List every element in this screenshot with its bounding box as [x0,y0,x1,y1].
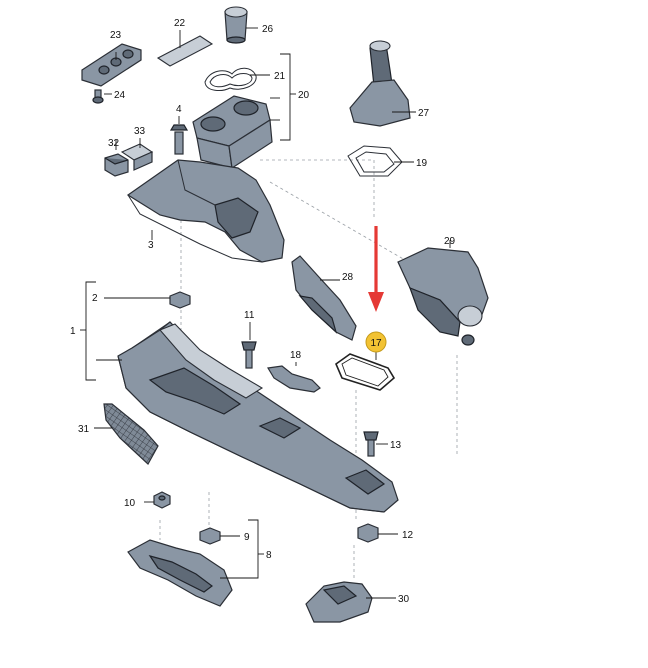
part-23-switch-panel [81,43,142,87]
part-1-center-console [117,321,399,513]
part-17-gasket [335,353,396,391]
callout-23: 23 [110,30,122,41]
part-27-gear-boot [349,40,411,127]
callout-17-highlight: 17 [365,331,387,353]
callout-1: 1 [70,326,76,337]
callout-26: 26 [262,24,274,35]
part-32-clip [104,153,129,177]
part-26-cup [224,6,248,44]
callout-10: 10 [124,498,136,509]
callout-13: 13 [390,440,402,451]
leader-lines [80,27,451,599]
callout-24: 24 [114,90,126,101]
part-20-cup-holder [192,95,273,170]
callout-30: 30 [398,594,410,605]
part-10-nut [153,491,171,509]
callout-8: 8 [266,550,272,561]
callout-33: 33 [134,126,146,137]
part-4-screw [169,124,189,155]
part-31-mesh-panel [103,403,159,465]
part-12-clip [357,523,379,543]
part-30-rear-bracket [305,581,373,623]
part-33-socket [120,143,154,171]
part-2-clip [169,291,191,309]
part-8-lower-bracket [127,539,233,607]
callout-27: 27 [418,108,430,119]
part-13-screw [363,431,379,457]
callout-19: 19 [416,158,428,169]
callout-31: 31 [78,424,90,435]
callout-28: 28 [342,272,354,283]
callout-9: 9 [244,532,250,543]
callout-4: 4 [176,104,182,115]
callout-32: 32 [108,138,120,149]
part-29-armrest [397,247,489,346]
part-3-upper-trim [126,159,285,263]
callout-3: 3 [148,240,154,251]
callout-11: 11 [244,310,255,321]
part-22-insert [156,35,214,67]
callout-18: 18 [290,350,302,361]
part-24-screw [92,89,104,104]
red-down-arrow-icon [368,226,384,312]
part-21-seal [204,67,257,91]
callout-labels: 23 22 26 21 20 24 4 33 32 27 19 3 29 28 … [70,18,456,605]
callout-12: 12 [402,530,414,541]
callout-22: 22 [174,18,186,29]
callout-17: 17 [370,338,382,349]
callout-2: 2 [92,293,98,304]
part-9-clip [199,527,221,545]
callout-21: 21 [274,71,286,82]
part-19-frame [347,145,403,177]
part-11-screw [241,341,257,369]
callout-20: 20 [298,90,310,101]
part-28-side-trim [291,255,357,341]
part-18-bracket [267,365,321,393]
callout-29: 29 [444,236,456,247]
